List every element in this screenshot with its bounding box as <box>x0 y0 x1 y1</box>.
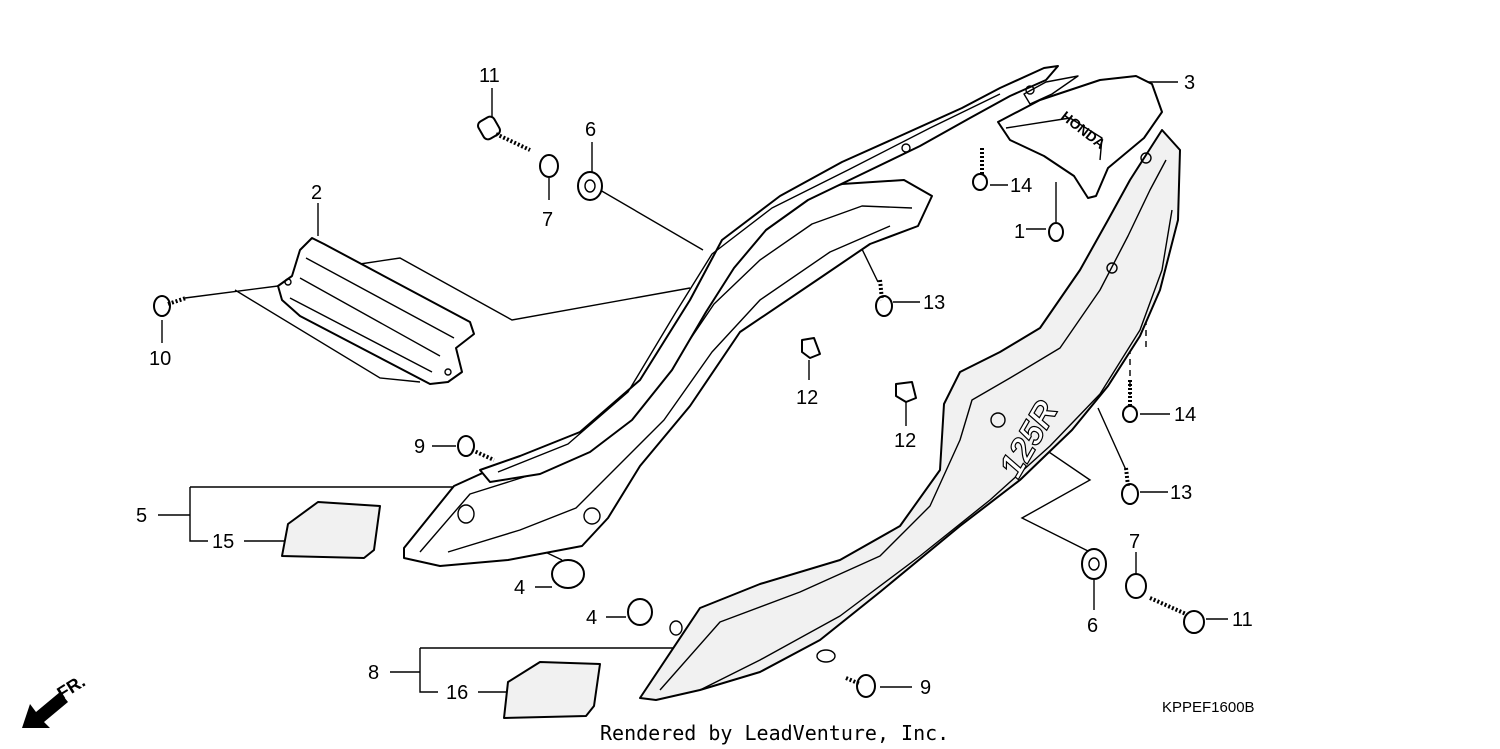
fasteners <box>153 115 1205 698</box>
callout-13-right: 13 <box>1170 482 1192 504</box>
callout-1: 1 <box>1014 221 1025 243</box>
callout-16: 16 <box>446 682 468 704</box>
front-direction-arrow: FR. <box>22 671 89 728</box>
callout-6-top: 6 <box>585 119 596 141</box>
callout-11-right: 11 <box>1232 609 1253 631</box>
callout-13-top: 13 <box>923 292 945 314</box>
drawing-code: KPPEF1600B <box>1162 699 1255 716</box>
rear-cover-part-3: HONDA <box>997 75 1163 199</box>
arrow-down-left-icon <box>22 692 68 728</box>
callout-4-left: 4 <box>514 577 525 599</box>
callout-7-top: 7 <box>542 209 553 231</box>
callout-12-left: 12 <box>796 387 818 409</box>
callout-9-left: 9 <box>414 436 425 458</box>
bolt-11-top <box>477 115 531 152</box>
callout-6-right: 6 <box>1087 615 1098 637</box>
callout-11-top: 11 <box>479 65 500 87</box>
callout-3: 3 <box>1184 72 1195 94</box>
callout-labels: 1 2 3 4 4 5 6 6 7 7 8 9 9 10 11 11 12 12… <box>136 65 1253 704</box>
callout-9-bottom: 9 <box>920 677 931 699</box>
callout-8: 8 <box>368 662 379 684</box>
callout-10: 10 <box>149 348 171 370</box>
callout-14-top: 14 <box>1010 175 1032 197</box>
callout-14-right: 14 <box>1174 404 1196 426</box>
side-panel-part-2 <box>277 237 475 385</box>
side-cover-right-part-8: 125R <box>639 129 1181 701</box>
pad-part-15 <box>281 501 381 559</box>
callout-15: 15 <box>212 531 234 553</box>
callout-7-right: 7 <box>1129 531 1140 553</box>
bolt-11-right <box>1149 596 1205 634</box>
callout-2: 2 <box>311 182 322 204</box>
callout-4-lower: 4 <box>586 607 597 629</box>
callout-12-right: 12 <box>894 430 916 452</box>
frame-rail <box>479 65 1059 483</box>
rendered-by-credit: Rendered by LeadVenture, Inc. <box>600 721 949 745</box>
callout-5: 5 <box>136 505 147 527</box>
pad-part-16 <box>503 661 601 719</box>
